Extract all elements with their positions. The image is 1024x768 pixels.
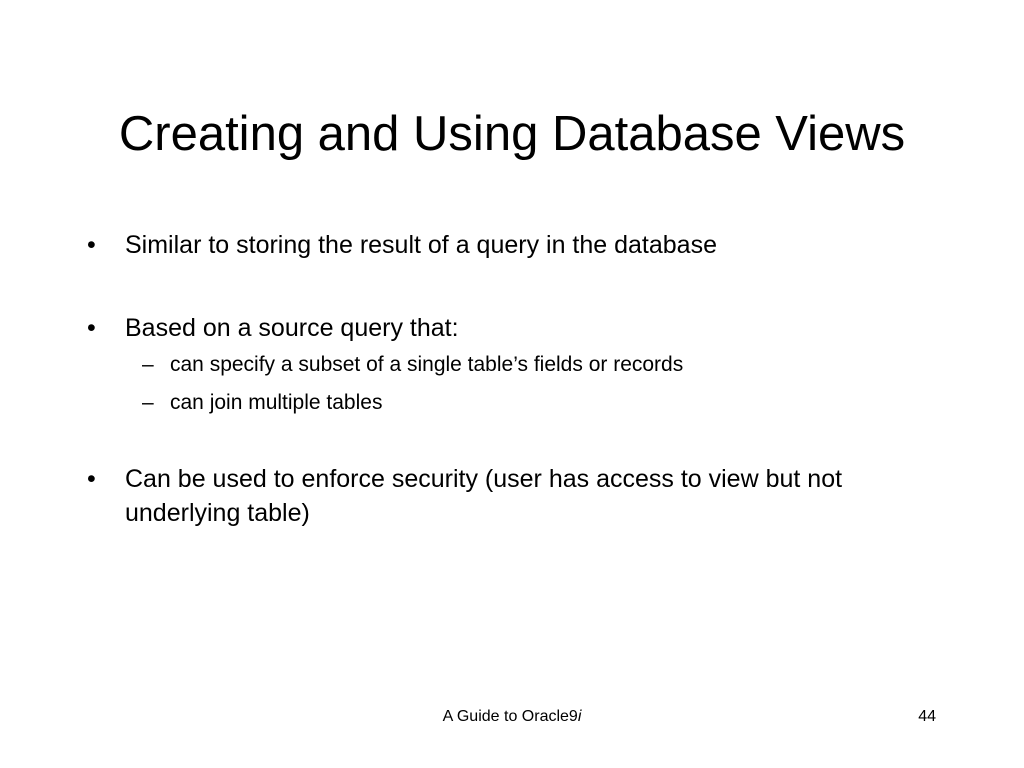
footer-title-main: A Guide to Oracle9 — [442, 708, 578, 725]
bullet-text: Similar to storing the result of a query… — [125, 231, 717, 259]
bullet-item: • Similar to storing the result of a que… — [87, 228, 907, 262]
bullet-text: Based on a source query that: — [125, 314, 459, 342]
sub-bullet-mark: – — [142, 391, 154, 414]
slide-title: Creating and Using Database Views — [118, 107, 906, 161]
page-number: 44 — [918, 708, 936, 725]
sub-bullet-text: can join multiple tables — [170, 391, 383, 414]
bullet-item: • Based on a source query that: — [87, 311, 907, 345]
footer-title: A Guide to Oracle9i — [0, 707, 1024, 727]
footer-title-italic: i — [577, 708, 582, 725]
bullet-item: • Can be used to enforce security (user … — [87, 462, 907, 530]
sub-bullet-item: – can specify a subset of a single table… — [142, 351, 902, 379]
sub-bullet-text: can specify a subset of a single table’s… — [170, 353, 684, 376]
bullet-mark: • — [87, 314, 96, 342]
bullet-mark: • — [87, 465, 96, 493]
sub-bullet-mark: – — [142, 353, 154, 376]
bullet-text: Can be used to enforce security (user ha… — [125, 465, 843, 527]
bullet-mark: • — [87, 231, 96, 259]
sub-bullet-item: – can join multiple tables — [142, 389, 902, 417]
